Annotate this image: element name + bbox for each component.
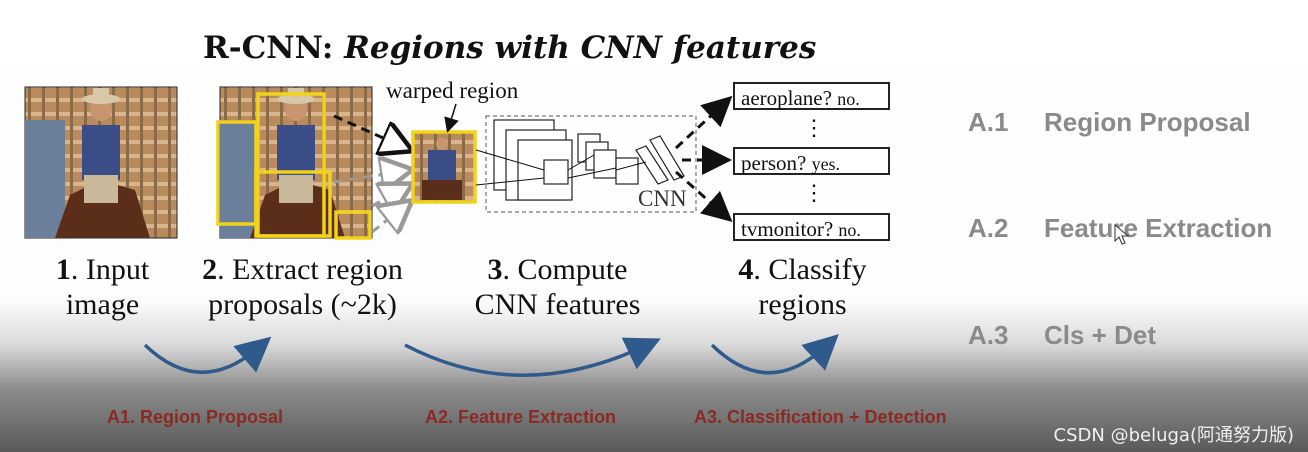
step-line2: proposals (~2k) [208, 288, 397, 321]
watermark: CSDN @beluga(阿通努力版) [1053, 425, 1294, 446]
right-label-number: A.2 [968, 213, 1009, 243]
bottom-label-a3: A3. Classification + Detection [694, 407, 947, 427]
step-line1: . Input [70, 253, 150, 286]
step-number: 1 [55, 253, 71, 286]
right-label-number: A.3 [968, 320, 1009, 350]
step-number: 2 [202, 253, 218, 286]
warped-region-image [411, 130, 477, 204]
step-1-caption: 1. Input image [40, 252, 165, 322]
bottom-label-a1: A1. Region Proposal [107, 407, 284, 427]
class-box-person: person? yes. [733, 147, 890, 175]
step-number: 3 [487, 253, 503, 286]
warped-pointer-arrow [444, 103, 459, 133]
curve-arrow-a3 [710, 334, 839, 375]
class-box-tvmonitor: tvmonitor? no. [733, 213, 890, 241]
ellipsis: ⋮ [803, 180, 825, 205]
step-line2: regions [758, 288, 847, 321]
curve-arrow-a2 [404, 337, 661, 377]
step-4-caption: 4. Classify regions [715, 252, 890, 322]
step-line2: image [65, 288, 140, 321]
proposal-arrow [371, 202, 410, 232]
cnn-label: CNN [638, 186, 687, 211]
right-label-text: Region Proposal [1044, 107, 1251, 137]
input-image [24, 86, 178, 239]
proposal-box [254, 170, 332, 238]
class-name: aeroplane? [741, 86, 832, 110]
cnn-connections [475, 149, 647, 186]
warped-region-label: warped region [386, 78, 519, 103]
class-name: person? [741, 151, 807, 175]
ellipsis: ⋮ [803, 115, 825, 140]
right-label-text: Feature Extraction [1044, 213, 1273, 243]
right-label-a1: A.1 Region Proposal [968, 107, 1251, 138]
step-line1: . Classify [753, 253, 867, 286]
class-arrow [675, 170, 733, 222]
step-number: 4 [738, 253, 754, 286]
step-3-caption: 3. Compute CNN features [455, 252, 660, 322]
right-label-a3: A.3 Cls + Det [968, 320, 1156, 351]
title-bold: R-CNN: [203, 30, 334, 66]
class-answer: no. [838, 220, 861, 240]
class-arrow [674, 95, 733, 150]
curve-arrow-a1 [143, 336, 272, 374]
mouse-cursor-icon [1114, 224, 1130, 245]
proposal-arrow [371, 185, 410, 206]
step-line1: . Compute [502, 253, 628, 286]
step-2-caption: 2. Extract region proposals (~2k) [190, 252, 415, 322]
title-italic: Regions with CNN features [344, 30, 817, 66]
cnn-box [485, 115, 697, 213]
step-line1: . Extract region [217, 253, 403, 286]
bottom-label-a2: A2. Feature Extraction [425, 407, 617, 427]
diagram-title: R-CNN: Regions with CNN features [203, 30, 816, 66]
step-line2: CNN features [474, 288, 641, 321]
proposal-arrow [333, 170, 410, 182]
right-label-number: A.1 [968, 107, 1009, 137]
right-label-text: Cls + Det [1044, 320, 1156, 350]
class-name: tvmonitor? [741, 217, 834, 241]
class-answer: yes. [811, 154, 841, 174]
cnn-layers [493, 119, 685, 201]
right-label-a2: A.2 Feature Extraction [968, 213, 1272, 244]
class-answer: no. [837, 89, 860, 109]
proposal-box [334, 210, 372, 240]
class-box-aeroplane: aeroplane? no. [733, 82, 890, 110]
proposals-image [216, 86, 373, 240]
